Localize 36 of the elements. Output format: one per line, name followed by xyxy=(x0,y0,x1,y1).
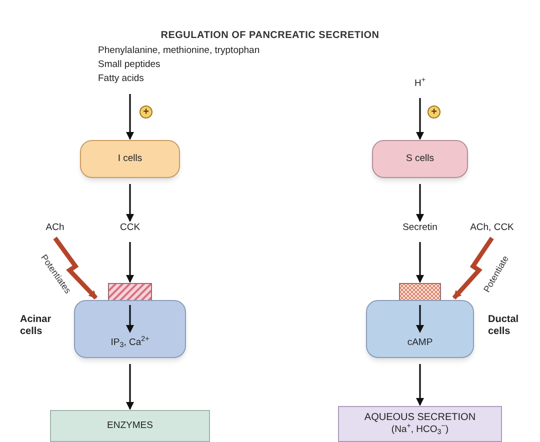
cell-box xyxy=(366,300,474,358)
cell-box xyxy=(50,410,210,442)
text-label: Phenylalanine, methionine, tryptophan xyxy=(98,44,260,58)
stimulation-sign: + xyxy=(140,106,152,118)
node-label: S cells xyxy=(406,153,434,165)
arrow xyxy=(416,364,424,406)
text-label: H$^{+}$ xyxy=(414,78,426,90)
lightning-arrow xyxy=(452,236,494,300)
text-label: ACh, CCK xyxy=(470,222,514,234)
text-label: Fatty acids xyxy=(98,72,144,86)
text-label: Secretin xyxy=(402,222,438,234)
cell-box xyxy=(372,140,468,178)
arrow xyxy=(416,242,424,283)
node-label: I cells xyxy=(118,153,142,165)
cell-box xyxy=(338,406,502,442)
cell-type-label: Acinar cells xyxy=(20,314,52,338)
lightning-arrow xyxy=(53,236,98,300)
text-label: ACh xyxy=(46,222,64,234)
arrow xyxy=(126,184,134,222)
arrow xyxy=(126,94,134,140)
arrow xyxy=(126,364,134,410)
stimulation-sign: + xyxy=(428,106,440,118)
arrow xyxy=(416,98,424,140)
diagram-title: REGULATION OF PANCREATIC SECRETION xyxy=(160,29,380,43)
cell-box xyxy=(74,300,186,358)
cell-box xyxy=(80,140,180,178)
arrow xyxy=(416,184,424,222)
cell-type-label: Ductal cells xyxy=(488,314,520,338)
node-label: AQUEOUS SECRETION xyxy=(364,412,476,424)
node-label: ENZYMES xyxy=(107,420,153,432)
node-label: (Na$^{+}$, HCO$_{3}$$^{−}$) xyxy=(391,424,449,436)
text-label: Small peptides xyxy=(98,58,160,72)
text-label: CCK xyxy=(120,222,140,234)
node-label: cAMP xyxy=(407,337,433,349)
node-label: IP$_{3}$, Ca$^{2+}$ xyxy=(110,337,150,349)
arrow xyxy=(126,242,134,283)
